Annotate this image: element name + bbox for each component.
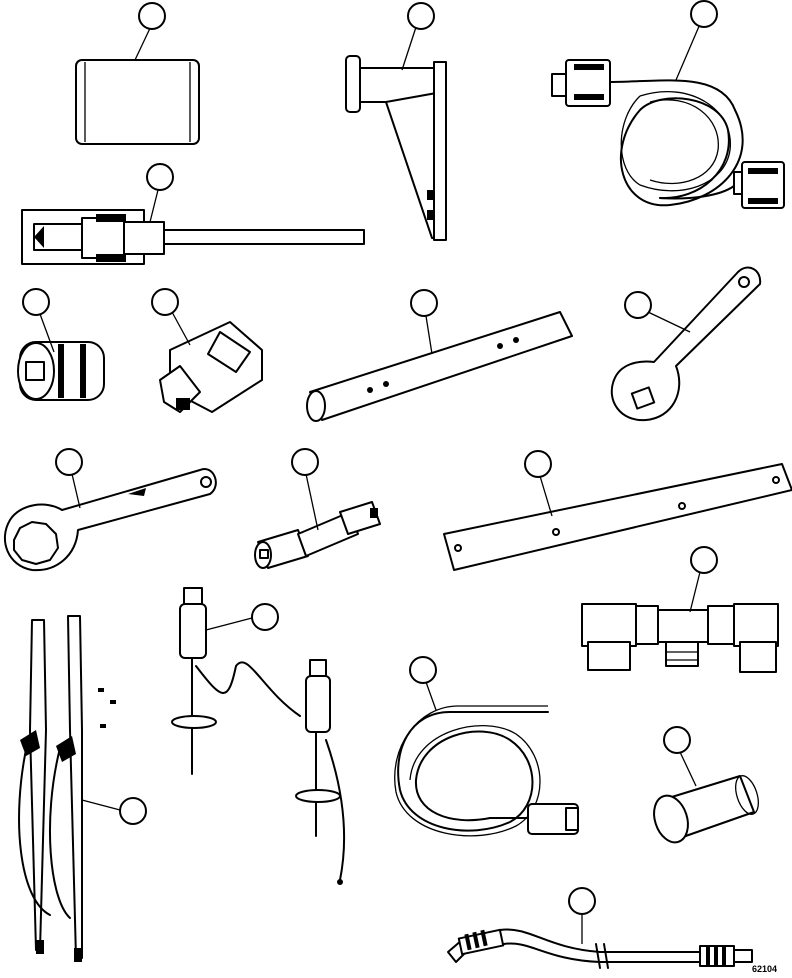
callout-bubble [624, 291, 652, 319]
box-end-wrench [4, 448, 217, 572]
puller-tool [21, 163, 365, 265]
square-drive-socket [17, 288, 105, 401]
hose-fitting-assembly [581, 546, 779, 673]
callout-bubble [690, 0, 718, 28]
cylindrical-sleeve [653, 726, 759, 844]
test-lead-set [18, 615, 147, 962]
callout-bubble [22, 288, 50, 316]
holding-fixture [345, 2, 447, 241]
tube-wrench [306, 289, 573, 422]
sensor-probe-pair [171, 587, 346, 885]
adapter-harness [447, 887, 753, 969]
callout-bubble [410, 289, 438, 317]
sleeve-block [75, 2, 200, 145]
callout-bubble [409, 656, 437, 684]
figure-number: 62104 [752, 964, 778, 974]
drive-extension [254, 448, 381, 569]
socket-adapter [151, 288, 263, 413]
callout-bubble [568, 887, 596, 915]
callout-bubble [251, 603, 279, 631]
callout-bubble [663, 726, 691, 754]
straight-edge [443, 450, 792, 571]
callout-bubble [291, 448, 319, 476]
coiled-lead [394, 656, 579, 837]
spanner-wrench [610, 266, 762, 422]
callout-bubble [146, 163, 174, 191]
callout-bubble [690, 546, 718, 574]
callout-bubble [407, 2, 435, 30]
callout-bubble [138, 2, 166, 30]
callout-bubble [524, 450, 552, 478]
callout-bubble [55, 448, 83, 476]
interface-cable [551, 0, 785, 209]
callout-bubble [119, 797, 147, 825]
callout-bubble [151, 288, 179, 316]
